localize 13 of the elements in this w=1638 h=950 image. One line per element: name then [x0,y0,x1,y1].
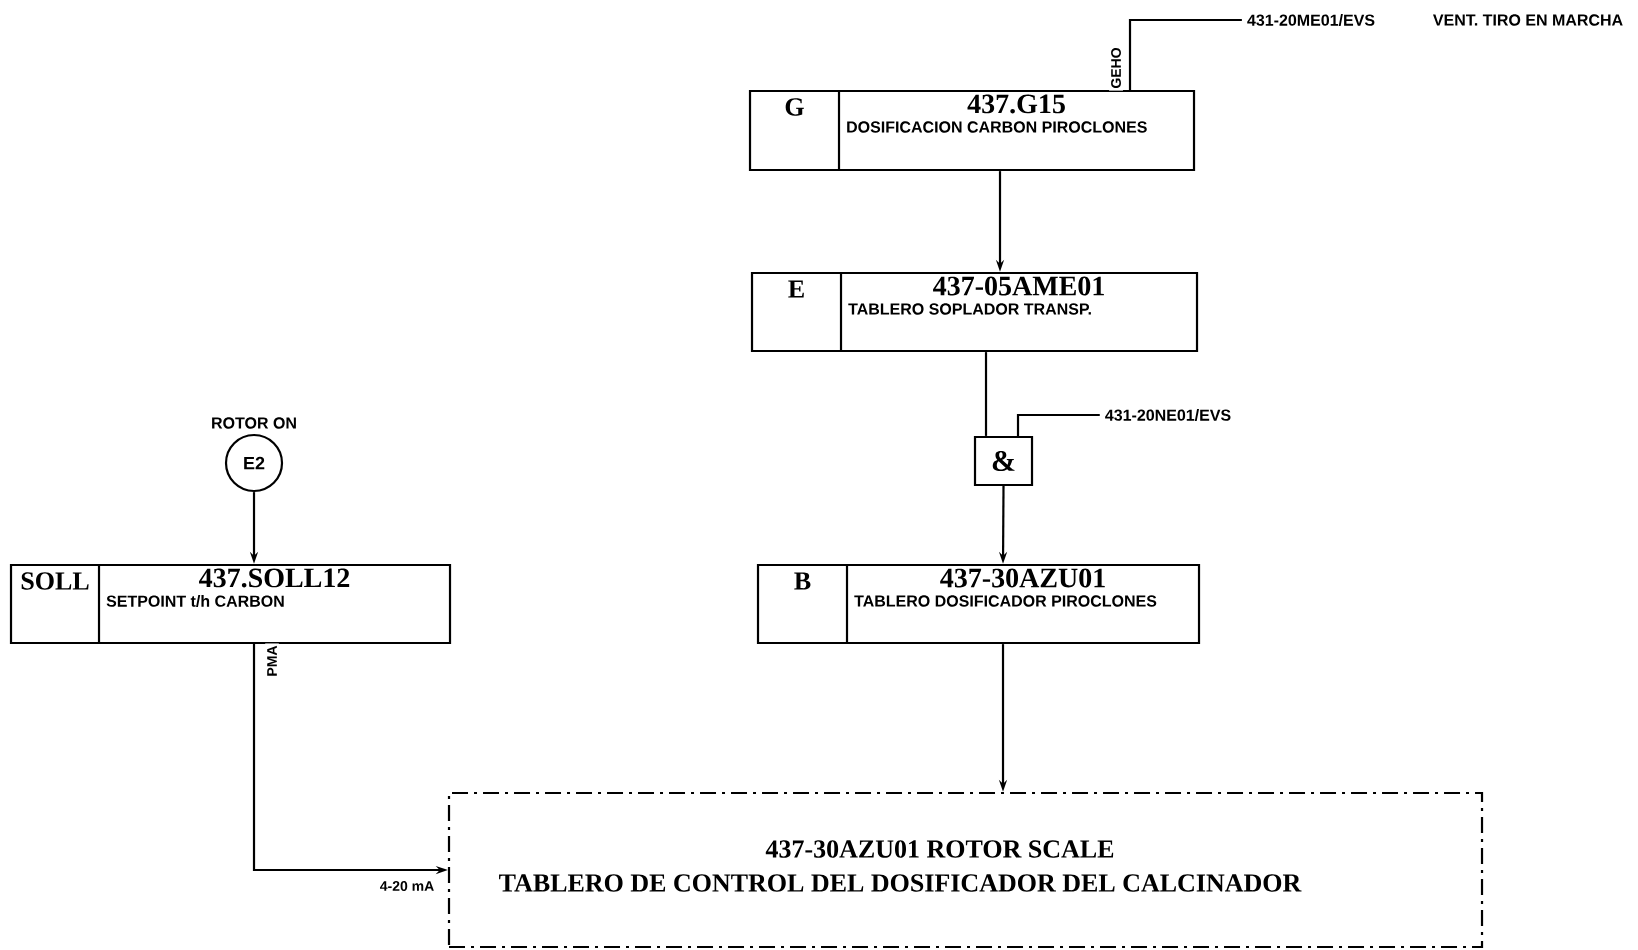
edge-label: GEHO [1109,45,1123,91]
function-box: SOLL 437.SOLL12 SETPOINT t/h CARBON [9,563,452,645]
signal-label: 4-20 mA [380,881,434,891]
signal-label: 431-20NE01/EVS [1105,409,1231,421]
signal-label: VENT. TIRO EN MARCHA [1433,14,1623,26]
edge-label: PMA [265,643,279,679]
function-box: B 437-30AZU01 TABLERO DOSIFICADOR PIROCLONES [756,563,1201,645]
signal-label: 431-20ME01/EVS [1247,14,1375,26]
function-box: E 437-05AME01 TABLERO SOPLADOR TRANSP. [750,271,1199,353]
and-gate-box: & [973,435,1034,487]
function-box: G 437.G15 DOSIFICACION CARBON PIROCLONES [748,89,1196,172]
signal-label: ROTOR ON [212,417,296,429]
control-panel-box: 437-30AZU01 ROTOR SCALE TABLERO DE CONTROL DEL DOSIFICADOR DEL CALCINADOR [447,791,1484,949]
